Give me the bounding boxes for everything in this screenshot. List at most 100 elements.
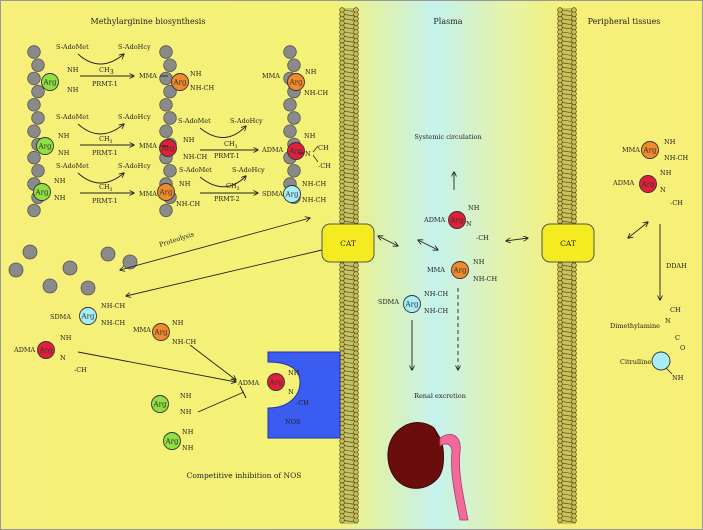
membrane-head [571, 434, 577, 440]
membrane-head [353, 187, 359, 194]
membrane-head [571, 152, 577, 158]
arg-node: Arg [267, 373, 285, 391]
membrane-tail [343, 366, 355, 369]
membrane-head [353, 262, 359, 268]
membrane-head [339, 7, 345, 13]
membrane-tail [561, 388, 573, 391]
membrane-head [353, 447, 359, 453]
membrane-tail [561, 432, 573, 435]
membrane-tail [561, 410, 573, 413]
n-label: N [665, 317, 671, 325]
membrane-tail [561, 449, 573, 452]
membrane-head [557, 275, 563, 282]
membrane-tail [343, 489, 355, 492]
membrane-head [353, 368, 359, 374]
membrane-tail [343, 62, 355, 65]
membrane-head [571, 390, 577, 396]
membrane-tail [561, 115, 573, 118]
membrane-head [571, 297, 577, 304]
membrane-tail [561, 93, 573, 96]
membrane-head [571, 407, 577, 414]
membrane-head [557, 68, 563, 75]
membrane-head [557, 478, 563, 484]
membrane-head [571, 376, 577, 383]
membrane-head [557, 310, 563, 317]
membrane-head [339, 95, 345, 101]
membrane-head [571, 7, 577, 13]
membrane-tail [561, 427, 573, 430]
adma-arrow [77, 351, 236, 382]
membrane-head [571, 350, 577, 356]
membrane-head [557, 394, 563, 400]
membrane-head [557, 117, 563, 123]
membrane-tail [343, 361, 355, 364]
membrane-tail [561, 436, 573, 439]
membrane-tail [561, 66, 573, 69]
membrane-head [571, 398, 577, 405]
membrane-tail [343, 84, 355, 87]
arg-node: Arg [287, 142, 305, 160]
protein-bead [42, 278, 58, 294]
adma-label: ADMA [237, 379, 260, 387]
membrane-head [571, 495, 577, 502]
nh2-label: NH [58, 149, 70, 157]
membrane-head [571, 170, 577, 176]
s-adohcy-label: S-AdoHcy [118, 43, 151, 51]
membrane-tail [343, 172, 355, 175]
arg-label: Arg [153, 401, 167, 409]
membrane-head [353, 64, 359, 70]
membrane-head [353, 99, 359, 106]
nh2-label: NH [182, 444, 194, 452]
protein-bead [27, 124, 41, 138]
membrane-head [557, 156, 563, 163]
membrane-head [571, 478, 577, 484]
membrane-head [557, 196, 563, 202]
membrane-head [353, 152, 359, 158]
membrane-head [557, 486, 563, 493]
membrane-head [557, 416, 563, 422]
membrane-head [571, 328, 577, 334]
membrane-tail [561, 520, 573, 523]
membrane-tail [561, 176, 573, 179]
n-label: N [466, 220, 472, 228]
sdma-label: SDMA [378, 298, 399, 306]
competitive-inhibition-label: Competitive inhibition of NOS [187, 471, 302, 480]
membrane-tail [343, 80, 355, 83]
membrane-tail [343, 150, 355, 153]
membrane-tail [561, 511, 573, 514]
membrane-tail [561, 282, 573, 285]
nhch3-label: NH-CH [101, 319, 126, 327]
membrane-tail [343, 498, 355, 501]
membrane-tail [561, 392, 573, 395]
membrane-tail [343, 75, 355, 78]
membrane-head [571, 156, 577, 163]
membrane-tail [343, 445, 355, 448]
membrane-tail [561, 462, 573, 465]
membrane-tail [343, 348, 355, 351]
membrane-tail [343, 392, 355, 395]
protein-bead [287, 164, 301, 178]
membrane-tail [561, 383, 573, 386]
ch3-label: CH [318, 144, 329, 152]
exchange-arrow [628, 222, 648, 238]
membrane-tail [561, 159, 573, 162]
membrane-head [557, 55, 563, 62]
membrane-tail [561, 137, 573, 140]
membrane-tail [343, 22, 355, 25]
membrane-head [353, 77, 359, 84]
membrane-head [557, 354, 563, 361]
membrane-head [557, 99, 563, 106]
membrane-head [557, 205, 563, 211]
ch3-label: CH3 [99, 183, 113, 193]
ch3-label: -CH [670, 199, 683, 207]
renal-excretion-label: Renal excretion [414, 392, 466, 400]
membrane-head [557, 420, 563, 427]
membrane-head [571, 174, 577, 180]
membrane-head [353, 284, 359, 290]
reaction-adma: MMA NH NH-CH S-AdoMet S-AdoHcy NH NH-CH … [178, 68, 331, 170]
nhch3-label: NH-CH [302, 180, 327, 188]
membrane-tail [343, 132, 355, 135]
membrane-head [557, 350, 563, 356]
membrane-tail [343, 269, 355, 272]
membrane-head [571, 112, 577, 119]
